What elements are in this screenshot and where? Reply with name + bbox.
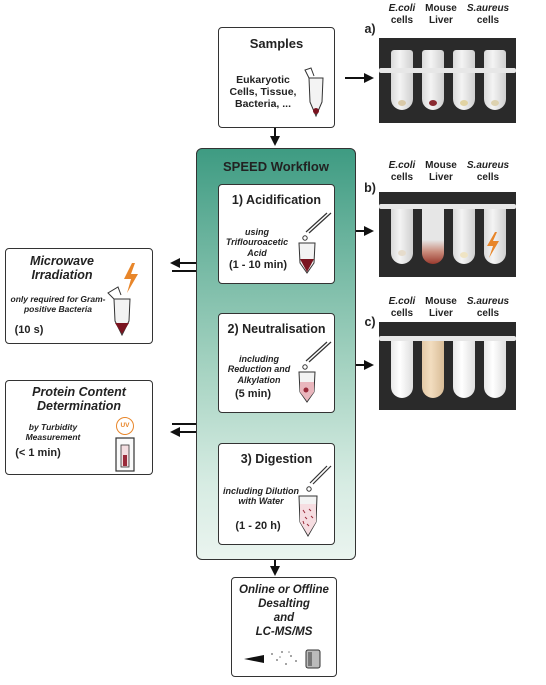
final-line1: Online or Offline (239, 584, 329, 596)
panel-a-col1b: cells (390, 15, 414, 26)
panel-c-col3b: cells (476, 308, 500, 319)
panel-c-col2b: Liver (429, 308, 453, 319)
step1-note: using Triflouroacetic Acid (225, 227, 289, 258)
panel-c-col1a: E.coli (388, 296, 416, 307)
microwave-box: Microwave Irradiation only required for … (5, 248, 153, 344)
microtube-icon (107, 286, 131, 337)
final-line4: LC-MS/MS (255, 626, 313, 638)
tube-liver (422, 204, 444, 264)
tube-saureus-1 (453, 204, 475, 264)
step-acidification-box: 1) Acidification using Triflouroacetic A… (218, 184, 335, 284)
protein-note: by Turbidity Measurement (25, 422, 81, 442)
samples-box: Samples Eukaryotic Cells, Tissue, Bacter… (218, 27, 335, 128)
mass-spec-icon (244, 649, 321, 669)
panel-c-col1b: cells (390, 308, 414, 319)
step2-time: (5 min) (234, 388, 272, 400)
microtube-icon (304, 67, 324, 118)
step1-title: 1) Acidification (231, 193, 322, 207)
tube-saureus-2 (484, 336, 506, 398)
final-line3: and (273, 612, 295, 624)
tube-rack-bar (379, 68, 516, 73)
pipette-tube-icon (298, 212, 332, 274)
panel-b-col1a: E.coli (388, 160, 416, 171)
protein-title: Protein Content Determination (32, 385, 126, 414)
cuvette-icon (115, 437, 135, 472)
panel-b-col1b: cells (390, 172, 414, 183)
step2-title: 2) Neutralisation (227, 322, 326, 336)
pipette-tube-icon (298, 341, 332, 403)
lightning-icon (124, 263, 138, 293)
tube-ecoli (391, 204, 413, 264)
photo-panel-a (379, 38, 516, 123)
panel-b-col2b: Liver (429, 172, 453, 183)
protein-content-box: Protein Content Determination by Turbidi… (5, 380, 153, 475)
step3-time: (1 - 20 h) (235, 520, 281, 532)
panel-c-col3a: S.aureus (466, 296, 510, 307)
step-neutralisation-box: 2) Neutralisation including Reduction an… (218, 313, 335, 413)
step3-title: 3) Digestion (240, 452, 313, 466)
panel-a-col2a: Mouse (425, 3, 457, 14)
microwave-note: only required for Gram-positive Bacteria (10, 294, 106, 314)
panel-b-col2a: Mouse (425, 160, 457, 171)
step1-time: (1 - 10 min) (228, 259, 288, 271)
tube-saureus-1 (453, 336, 475, 398)
uv-lamp-icon: UV (116, 417, 134, 435)
protein-time: (< 1 min) (15, 447, 61, 459)
final-line2: Desalting (258, 598, 310, 610)
tube-ecoli (391, 336, 413, 398)
tube-rack-bar (379, 204, 516, 209)
microwave-title: Microwave Irradiation (30, 254, 94, 283)
tube-liver (422, 336, 444, 398)
panel-c-col2a: Mouse (425, 296, 457, 307)
photo-panel-b (379, 192, 516, 277)
workflow-title: SPEED Workflow (223, 159, 329, 174)
step-digestion-box: 3) Digestion including Dilution with Wat… (218, 443, 335, 545)
tube-rack-bar (379, 336, 516, 341)
tube-saureus-2 (484, 50, 506, 110)
panel-a-col1a: E.coli (388, 3, 416, 14)
uv-label: UV (120, 422, 130, 429)
panel-a-col3b: cells (476, 15, 500, 26)
panel-a-col2b: Liver (429, 15, 453, 26)
panel-c-letter: c) (364, 315, 376, 329)
final-analysis-box: Online or Offline Desalting and LC-MS/MS (231, 577, 337, 677)
tube-liver (422, 50, 444, 110)
photo-panel-c (379, 322, 516, 410)
panel-b-letter: b) (364, 181, 376, 195)
tube-saureus-1 (453, 50, 475, 110)
tube-ecoli (391, 50, 413, 110)
samples-body: Eukaryotic Cells, Tissue, Bacteria, ... (229, 74, 297, 111)
panel-b-col3a: S.aureus (466, 160, 510, 171)
microwave-time: (10 s) (14, 324, 44, 336)
samples-title: Samples (249, 36, 304, 51)
step2-note: including Reduction and Alkylation (227, 354, 291, 385)
panel-a-col3a: S.aureus (466, 3, 510, 14)
panel-a-letter: a) (364, 22, 376, 36)
lightning-icon (487, 232, 499, 258)
pipette-tube-icon (298, 465, 332, 538)
step3-note: including Dilution with Water (223, 486, 299, 507)
panel-b-col3b: cells (476, 172, 500, 183)
